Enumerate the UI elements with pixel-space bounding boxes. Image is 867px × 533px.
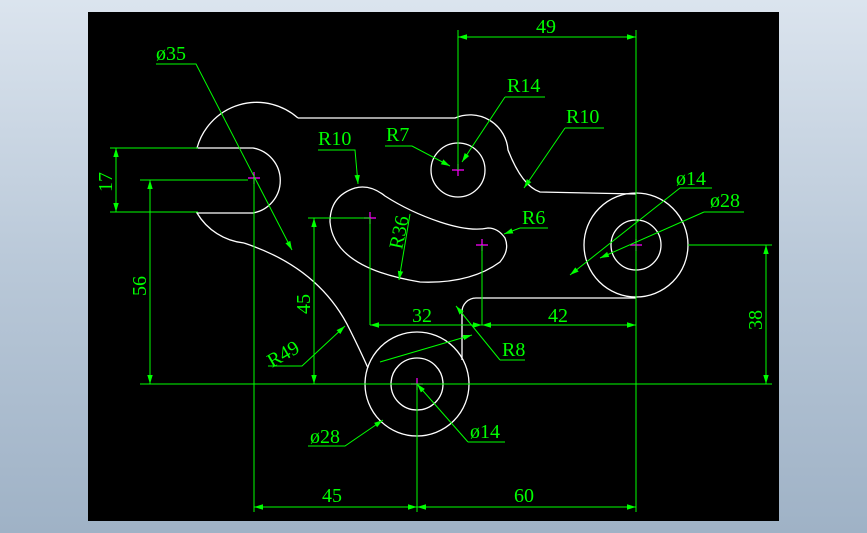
label-dim-42: 42 — [548, 305, 568, 327]
label-r10-top: R10 — [566, 106, 599, 128]
label-dim-32: 32 — [412, 305, 432, 327]
label-dim-45-bottom: 45 — [322, 485, 342, 507]
label-r8: R8 — [502, 339, 525, 361]
crescent-slot — [329, 186, 508, 283]
label-r36: R36 — [385, 214, 413, 251]
label-d35: ø35 — [156, 43, 186, 65]
cad-drawing-area: ø35 R14 R10 R10 R7 R6 R36 R49 R8 ø14 ø28… — [88, 12, 779, 521]
left-lobe — [195, 101, 299, 244]
part-outline — [195, 101, 689, 437]
center-marks — [248, 164, 642, 390]
label-r7: R7 — [386, 124, 409, 146]
r49-flank — [243, 242, 369, 369]
dimension-labels: ø35 R14 R10 R10 R7 R6 R36 R49 R8 ø14 ø28… — [95, 16, 767, 507]
label-d28-right: ø28 — [710, 190, 740, 212]
label-d28-left: ø28 — [310, 426, 340, 448]
label-dim-45-vertical: 45 — [293, 294, 315, 314]
label-r49: R49 — [264, 337, 304, 373]
label-r10-left: R10 — [318, 128, 351, 150]
label-r6: R6 — [522, 207, 545, 229]
label-dim-49: 49 — [536, 16, 556, 38]
label-dim-56: 56 — [129, 276, 151, 296]
label-dim-60: 60 — [514, 485, 534, 507]
label-d14-left: ø14 — [470, 421, 500, 443]
cad-drawing: ø35 R14 R10 R10 R7 R6 R36 R49 R8 ø14 ø28… — [95, 16, 772, 512]
label-r14: R14 — [507, 75, 540, 97]
label-dim-17: 17 — [95, 172, 117, 192]
label-d14-right: ø14 — [676, 168, 706, 190]
label-dim-38: 38 — [745, 310, 767, 330]
dimension-lines — [110, 30, 772, 512]
